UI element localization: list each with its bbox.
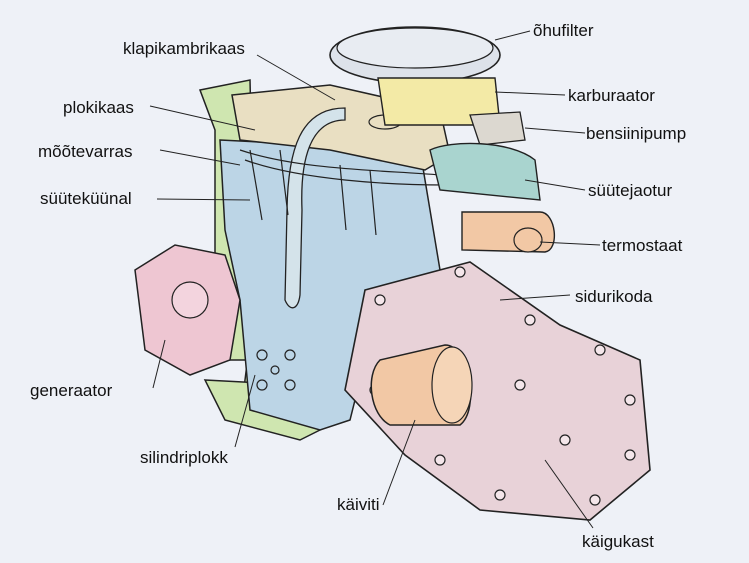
gearbox-bolts <box>369 266 636 506</box>
label-suutekuunal: süüteküünal <box>40 189 132 208</box>
label-kaigukast: käigukast <box>582 532 654 551</box>
label-klapikambrikaas: klapikambrikaas <box>123 39 245 58</box>
gearbox-body <box>344 261 651 521</box>
distributor-body <box>429 142 541 201</box>
label-mootevarras: mõõtevarras <box>38 142 133 161</box>
alternator-pulley <box>171 281 209 319</box>
label-silindriplokk: silindriplokk <box>140 448 228 467</box>
label-kaiviti: käiviti <box>337 495 380 514</box>
label-sidurikoda: sidurikoda <box>575 287 653 306</box>
thermostat-outlet <box>513 227 543 253</box>
air-filter-lid <box>336 27 494 69</box>
coolant-hose <box>284 107 346 309</box>
starter-end <box>431 346 473 424</box>
label-termostaat: termostaat <box>602 236 683 255</box>
label-bensiinipump: bensiinipump <box>586 124 687 143</box>
spark-plug-wires <box>239 149 446 236</box>
label-karburaator: karburaator <box>568 86 655 105</box>
label-plokikaas: plokikaas <box>63 98 134 117</box>
label-generaator: generaator <box>30 381 113 400</box>
leader-lines <box>149 30 601 529</box>
fuel-pump-body <box>469 111 526 146</box>
label-ohufilter: õhufilter <box>533 21 594 40</box>
label-suutejaotur: süütejaotur <box>588 181 673 200</box>
block-bolts <box>256 349 296 391</box>
engine-block <box>219 139 441 431</box>
